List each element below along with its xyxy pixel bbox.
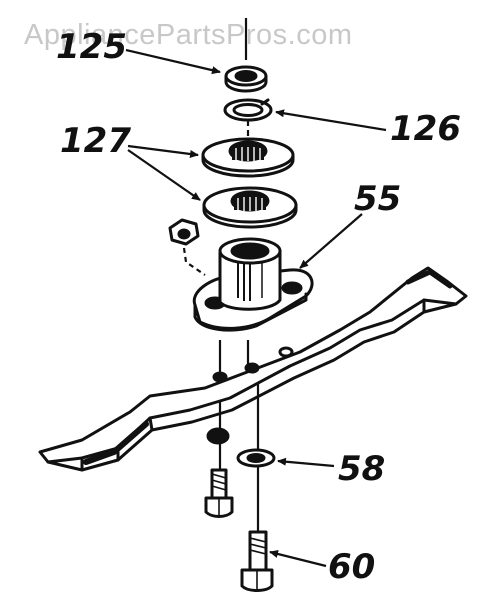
ring-126 [223, 98, 273, 122]
flat-washer-58 [236, 448, 276, 468]
hex-nut [168, 218, 206, 276]
leader-58 [277, 457, 335, 468]
callout-58: 58 [338, 449, 385, 489]
bolt-60 [240, 530, 274, 592]
callout-126: 126 [390, 109, 461, 149]
leader-60 [269, 550, 327, 568]
lock-washer [206, 427, 230, 445]
leader-55 [299, 213, 363, 269]
callout-127: 127 [60, 121, 131, 161]
leader-127-lower [127, 149, 201, 201]
callout-60: 60 [328, 547, 375, 587]
bolt-left [204, 468, 234, 518]
mower-blade [38, 266, 468, 472]
bearing-washer-127-lower [202, 186, 298, 229]
leader-127-upper [127, 144, 199, 158]
callout-125: 125 [56, 27, 127, 67]
bearing-washer-127-upper [201, 137, 295, 178]
callout-55: 55 [354, 179, 401, 219]
blade-adapter-55 [192, 237, 314, 332]
leader-126 [275, 109, 387, 132]
washer-125 [224, 65, 268, 93]
watermark-text: AppliancePartsPros.com [24, 19, 353, 51]
leader-125 [125, 48, 221, 75]
